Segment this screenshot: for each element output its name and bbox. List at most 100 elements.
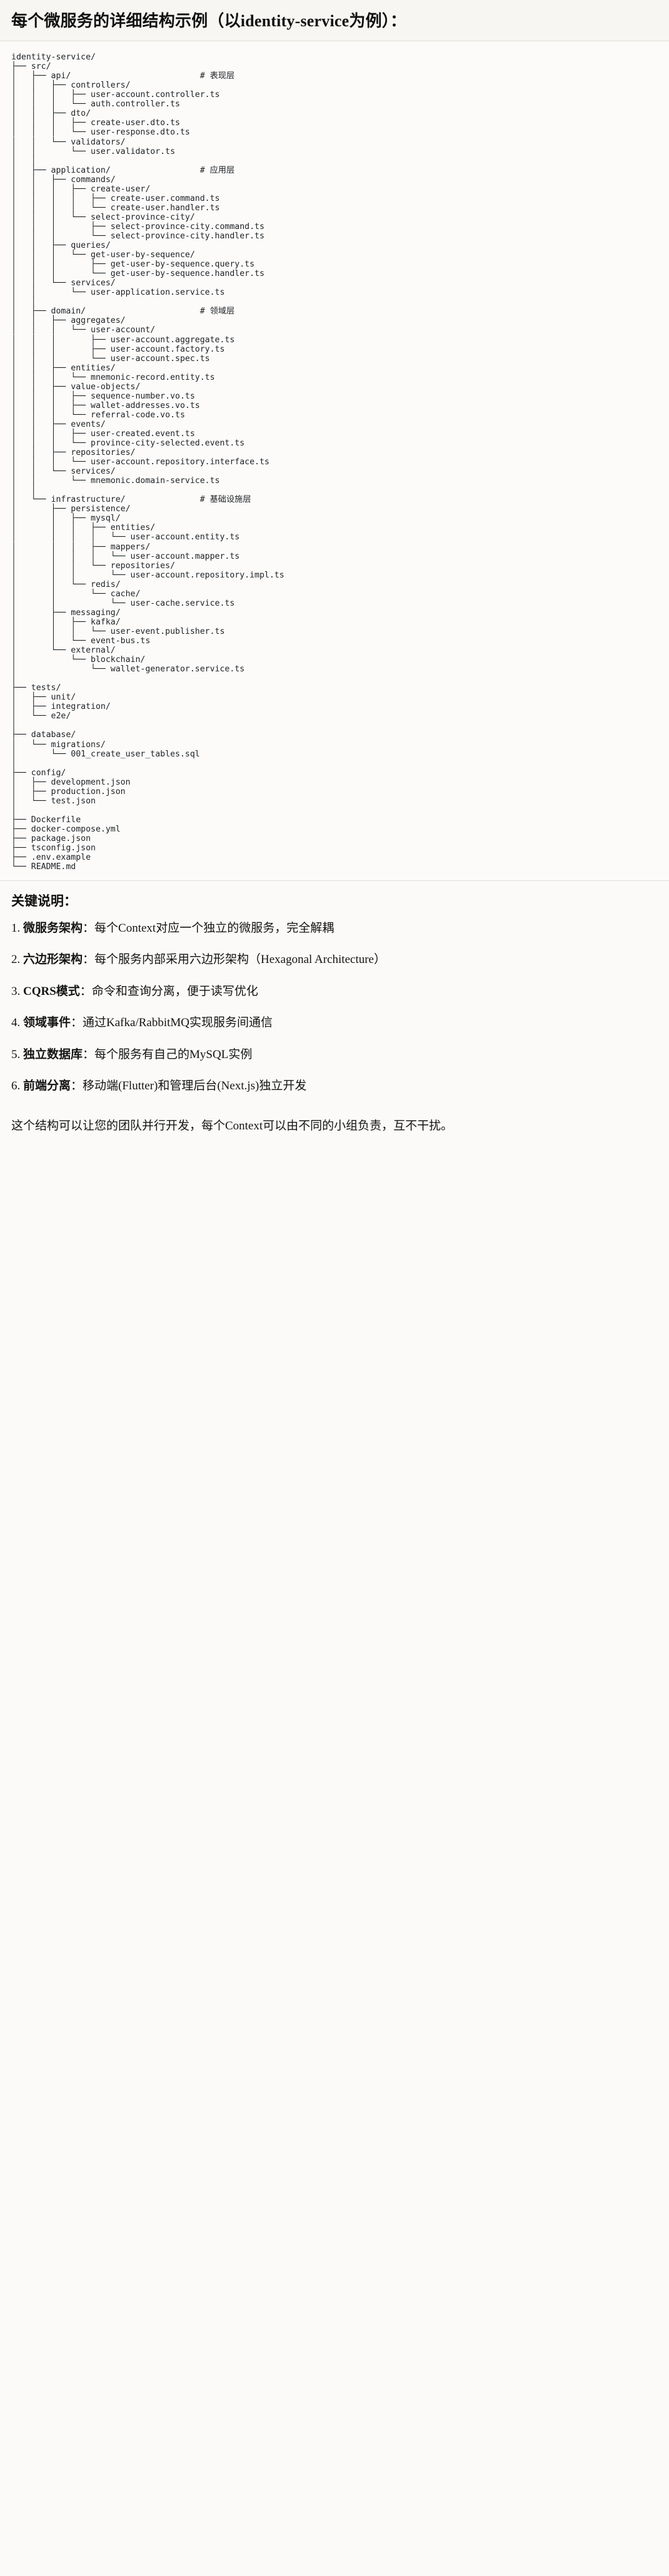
tree-line: │ │ │ └── mnemonic-record.entity.ts	[11, 372, 215, 382]
tree-line: │ │ ├── value-objects/	[11, 382, 141, 392]
key-note-number: 1.	[11, 921, 23, 935]
tree-line: │ │ ├── kafka/	[11, 617, 121, 627]
page-title: 每个微服务的详细结构示例（以identity-service为例）：	[0, 0, 669, 41]
tree-line: │ │ └── services/	[11, 467, 116, 477]
tree-line: │ │ │ ├── create-user.dto.ts	[11, 118, 180, 128]
tree-line: │ │ └── user-cache.service.ts	[11, 598, 235, 608]
key-note-separator: ：	[79, 984, 92, 998]
key-note-item: 3. CQRS模式：命令和查询分离，便于读写优化	[11, 983, 658, 1001]
tree-line: ├── src/	[11, 62, 51, 72]
tree-line: │ │ │ └── user-account.repository.interf…	[11, 457, 269, 467]
key-note-term: 独立数据库	[23, 1047, 83, 1061]
key-note-term: 微服务架构	[23, 921, 83, 935]
closing-paragraph: 这个结构可以让您的团队并行开发，每个Context可以由不同的小组负责，互不干扰…	[11, 1119, 453, 1133]
tree-line: │ │ │ ├── create-user/	[11, 184, 151, 194]
key-note-number: 3.	[11, 984, 23, 998]
tree-line: │ │ │ └── user-account.repository.impl.t…	[11, 570, 284, 580]
tree-line: │ ├── integration/	[11, 702, 111, 712]
tree-line: │ │ └── user.validator.ts	[11, 146, 176, 156]
tree-line: │ │ │ └── user-account/	[11, 325, 156, 335]
tree-line: │ │ │ └── user-response.dto.ts	[11, 128, 190, 138]
tree-line: │ │ │ │ └── user-account.mapper.ts	[11, 551, 240, 561]
key-note-separator: ：	[83, 1047, 95, 1061]
key-note-item: 1. 微服务架构：每个Context对应一个独立的微服务，完全解耦	[11, 920, 658, 938]
tree-line: │ │ ├── dto/	[11, 109, 91, 119]
tree-line: │ │ └── mnemonic.domain-service.ts	[11, 476, 220, 486]
key-note-separator: ：	[71, 1016, 83, 1030]
tree-line: │ │ │ └── get-user-by-sequence.handler.t…	[11, 269, 264, 279]
tree-line: │ │	[11, 156, 36, 166]
key-note-term: 前端分离	[23, 1079, 71, 1093]
key-note-number: 2.	[11, 953, 23, 967]
tree-line: │ │ │ ├── user-created.event.ts	[11, 429, 195, 439]
key-note-number: 4.	[11, 1016, 23, 1030]
tree-line: │ │ ├── events/	[11, 419, 106, 429]
tree-line: │ │ │ │ └── create-user.handler.ts	[11, 203, 220, 213]
tree-line: │ │ ├── aggregates/	[11, 316, 126, 326]
tree-line: │ │ │ ├── sequence-number.vo.ts	[11, 391, 195, 401]
tree-line: ├── Dockerfile	[11, 815, 81, 825]
tree-line: ├── .env.example	[11, 853, 91, 863]
tree-line: │ │ └── cache/	[11, 589, 141, 599]
directory-tree-block: identity-service/ ├── src/ │ ├── api/ # …	[0, 41, 669, 881]
tree-line: │ │ │ ├── user-account.controller.ts	[11, 90, 220, 100]
tree-line: │ │ │ │ ├── create-user.command.ts	[11, 193, 220, 203]
tree-line: │ │ │ ├── select-province-city.command.t…	[11, 221, 264, 232]
tree-line: │ │ │ ├── user-account.factory.ts	[11, 344, 225, 354]
tree-line: │	[11, 758, 16, 768]
key-note-term: CQRS模式	[23, 984, 80, 998]
tree-line: ├── database/	[11, 730, 76, 740]
key-note-description: 每个服务有自己的MySQL实例	[94, 1047, 253, 1061]
key-note-separator: ：	[83, 921, 95, 935]
tree-line: ├── docker-compose.yml	[11, 824, 121, 834]
key-note-description: 每个Context对应一个独立的微服务，完全解耦	[94, 921, 334, 935]
key-note-item: 2. 六边形架构：每个服务内部采用六边形架构（Hexagonal Archite…	[11, 951, 658, 969]
tree-line: │ └── e2e/	[11, 711, 71, 721]
tree-line: └── README.md	[11, 862, 76, 872]
tree-line: │ │ │ ├── wallet-addresses.vo.ts	[11, 400, 200, 410]
tree-line: │ ├── persistence/	[11, 504, 131, 514]
tree-line: │ │ │ ├── user-account.aggregate.ts	[11, 335, 235, 345]
tree-line: │ │ ├── entities/	[11, 363, 116, 373]
tree-line: │ │ ├── mysql/	[11, 514, 121, 524]
tree-line: │ │ ├── repositories/	[11, 448, 136, 458]
tree-line: │ └── migrations/	[11, 740, 106, 750]
tree-line: │ │ │ └── select-province-city/	[11, 212, 195, 222]
tree-line: │ ├── api/ # 表现层	[11, 71, 235, 81]
tree-line: │ ├── development.json	[11, 777, 131, 787]
tree-line: ├── tests/	[11, 683, 61, 693]
tree-line: │ └── test.json	[11, 796, 96, 806]
directory-tree: identity-service/ ├── src/ │ ├── api/ # …	[11, 53, 658, 872]
key-note-term: 六边形架构	[23, 953, 83, 967]
tree-line: │ │ └── validators/	[11, 137, 126, 147]
tree-line: │ │ │ ├── get-user-by-sequence.query.ts	[11, 260, 255, 270]
tree-line: │ │ │ └── get-user-by-sequence/	[11, 250, 195, 260]
tree-line: │ │ │ └── repositories/	[11, 561, 176, 571]
document-page: 每个微服务的详细结构示例（以identity-service为例）： ident…	[0, 0, 669, 1148]
key-note-separator: ：	[83, 953, 95, 967]
tree-line: │ └── infrastructure/ # 基础设施层	[11, 495, 251, 505]
key-note-item: 6. 前端分离：移动端(Flutter)和管理后台(Next.js)独立开发	[11, 1077, 658, 1096]
tree-line: │ └── 001_create_user_tables.sql	[11, 749, 200, 759]
tree-line: ├── package.json	[11, 833, 91, 843]
tree-line: │ │ │ ├── mappers/	[11, 542, 151, 552]
tree-line: │ │ └── services/	[11, 278, 116, 288]
tree-line: │	[11, 674, 16, 684]
tree-line: ├── config/	[11, 768, 66, 778]
key-notes-title: 关键说明：	[11, 893, 77, 909]
key-note-description: 命令和查询分离，便于读写优化	[91, 984, 258, 998]
tree-line: │ ├── unit/	[11, 693, 76, 703]
tree-line: │ │ ├── controllers/	[11, 81, 131, 91]
key-note-description: 每个服务内部采用六边形架构（Hexagonal Architecture）	[94, 953, 386, 967]
tree-line: │ ├── application/ # 应用层	[11, 165, 235, 175]
tree-line: │ │ │ └── referral-code.vo.ts	[11, 410, 185, 420]
tree-line: │ │ ├── commands/	[11, 175, 116, 185]
tree-line: │ │ └── event-bus.ts	[11, 636, 151, 646]
directory-tree-text: identity-service/ ├── src/ │ ├── api/ # …	[11, 53, 658, 872]
tree-line: │ └── wallet-generator.service.ts	[11, 664, 245, 675]
key-note-item: 5. 独立数据库：每个服务有自己的MySQL实例	[11, 1046, 658, 1064]
key-note-number: 6.	[11, 1079, 23, 1093]
tree-line: │	[11, 805, 16, 815]
tree-line: │ │ └── redis/	[11, 579, 121, 589]
